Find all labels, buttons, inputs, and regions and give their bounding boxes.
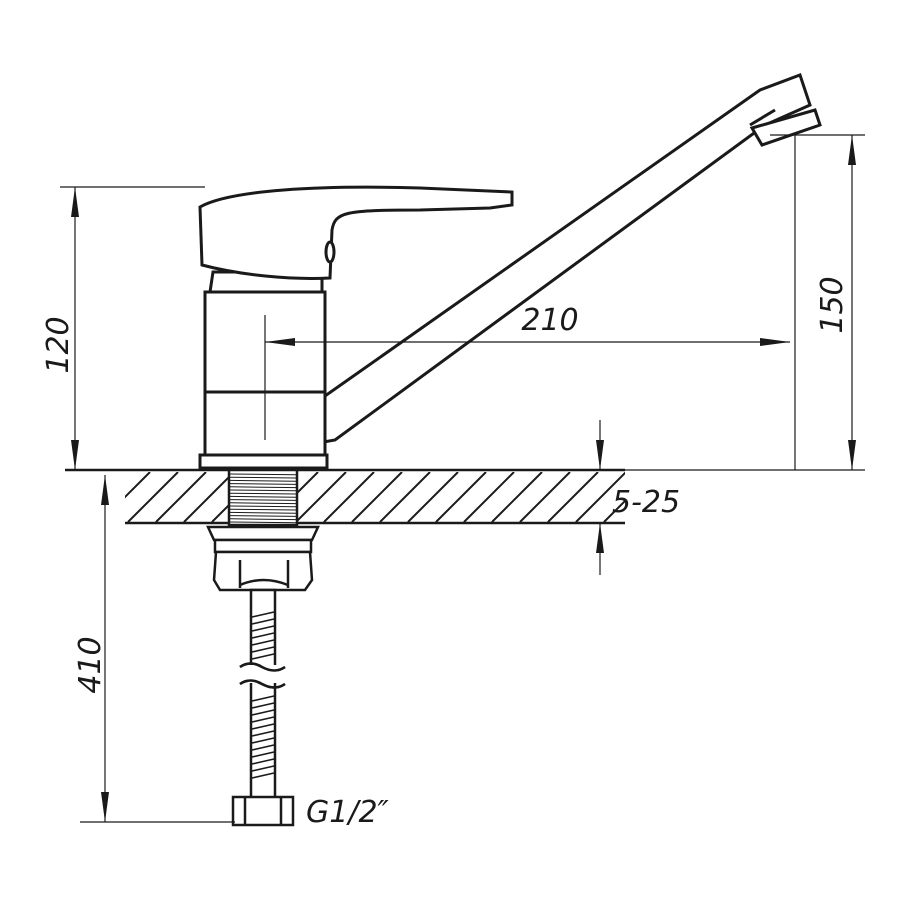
countertop — [65, 468, 625, 525]
spout-aerator — [749, 108, 822, 147]
dim-label-body-height: 120 — [41, 316, 76, 373]
dim-label-countertop-thickness: 5-25 — [612, 485, 680, 520]
spout — [309, 73, 812, 445]
dim-label-spout-reach: 210 — [521, 303, 578, 338]
mounting-assembly — [206, 468, 320, 827]
dim-label-connection-thread: G1/2″ — [306, 795, 390, 830]
faucet-body — [198, 73, 822, 470]
hose-connector-nut — [231, 795, 295, 827]
countertop-hatching — [125, 472, 625, 522]
dim-label-spout-height: 150 — [815, 276, 850, 333]
dimension-lines — [60, 134, 865, 823]
lever-handle — [198, 185, 514, 280]
dim-label-hose-length: 410 — [73, 636, 108, 693]
